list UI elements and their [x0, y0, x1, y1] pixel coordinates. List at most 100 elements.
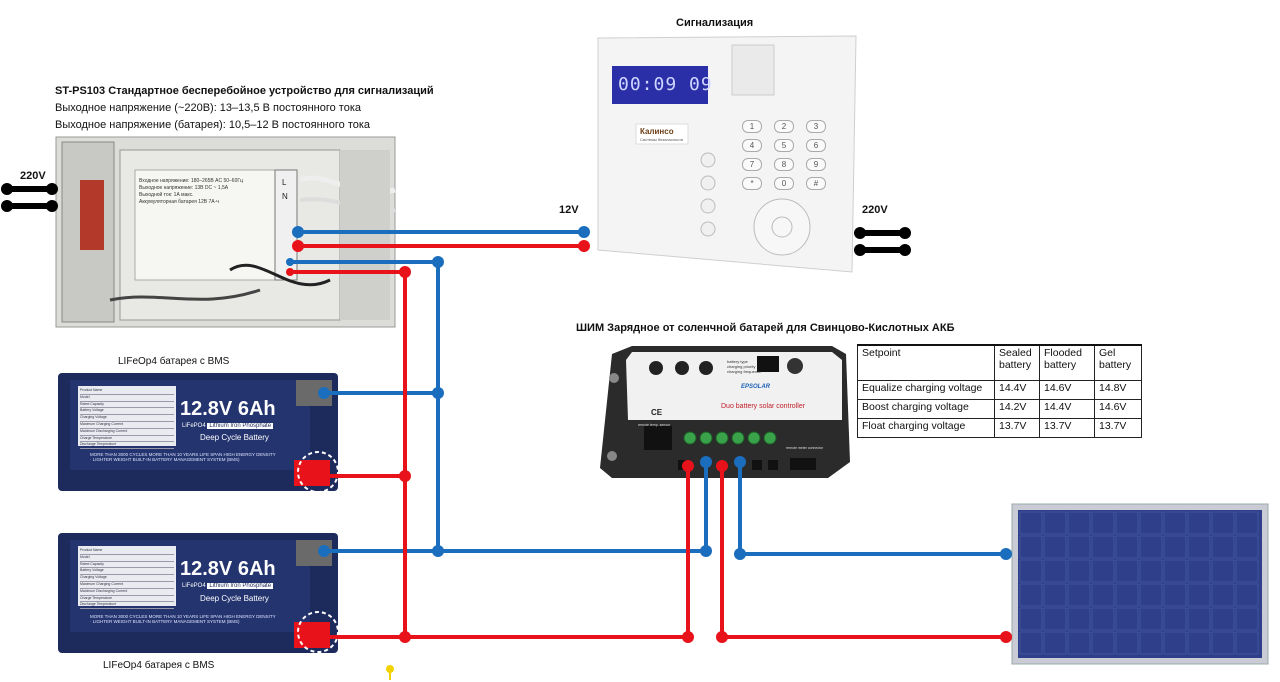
pwm-brand: EPSOLAR	[741, 384, 771, 390]
alarm-key: *	[742, 177, 762, 190]
solar-cell	[1115, 559, 1139, 583]
battery-bottom	[58, 533, 339, 653]
battery-bottom-capacity: 6Ah	[237, 558, 276, 580]
battery-bottom-footer-1: MORE THAN 3000 CYCLES MORE THAN 10 YEARS…	[90, 614, 276, 619]
battery-bottom-type: Deep Cycle Battery	[200, 594, 269, 603]
solar-cell	[1043, 583, 1067, 607]
battery-bottom-label: LIFeOp4 батарея с BMS	[103, 660, 215, 671]
battery-spec-row: Maximum Discharging Current	[80, 429, 174, 436]
alarm-ac-voltage-label: 220V	[862, 204, 888, 216]
battery-spec-row: Maximum Discharging Current	[80, 589, 174, 596]
solar-cell	[1163, 535, 1187, 559]
ups-ac-plug	[1, 183, 58, 212]
battery-spec-row: Product Name	[80, 388, 174, 395]
battery-spec-row: Model	[80, 395, 174, 402]
alarm-key: 2	[774, 120, 794, 133]
solar-cell	[1067, 607, 1091, 631]
alarm-key: 5	[774, 139, 794, 152]
solar-cell	[1019, 631, 1043, 655]
battery-bottom-chemistry: LiFePO4	[182, 583, 206, 589]
solar-cell	[1043, 559, 1067, 583]
solar-cell	[1019, 559, 1043, 583]
alarm-key: 1	[742, 120, 762, 133]
battery-spec-row: Rated Capacity	[80, 562, 174, 569]
solar-cell	[1163, 511, 1187, 535]
ups-fuse-board	[80, 180, 104, 250]
solar-cell	[1139, 631, 1163, 655]
solar-cell	[1067, 631, 1091, 655]
solar-cell	[1187, 559, 1211, 583]
battery-top-capacity: 6Ah	[237, 398, 276, 420]
solar-cell	[1235, 607, 1259, 631]
solar-cell	[1211, 535, 1235, 559]
alarm-key: 7	[742, 158, 762, 171]
table-header-cell: Flooded battery	[1039, 344, 1095, 381]
table-cell: 14.8V	[1094, 380, 1142, 400]
solar-cell	[1139, 535, 1163, 559]
solar-cell	[1115, 511, 1139, 535]
alarm-key: 9	[806, 158, 826, 171]
battery-spec-row: Product Name	[80, 548, 174, 555]
solar-cell	[1211, 583, 1235, 607]
solar-cell	[1235, 535, 1259, 559]
battery-top-chemistry-name: Lithium Iron Phosphate	[207, 423, 274, 429]
solar-cell	[1139, 583, 1163, 607]
solar-cell	[1115, 631, 1139, 655]
solar-cell	[1163, 583, 1187, 607]
table-header-cell: Setpoint	[857, 344, 995, 381]
table-cell: 14.6V	[1039, 380, 1095, 400]
alarm-ac-plug	[854, 227, 911, 256]
table-cell: 14.6V	[1094, 399, 1142, 419]
solar-cell	[1163, 559, 1187, 583]
solar-cell	[1187, 511, 1211, 535]
battery-bottom-chemistry-name: Lithium Iron Phosphate	[207, 583, 274, 589]
table-cell: 13.7V	[994, 418, 1040, 438]
battery-spec-row: Maximum Charging Current	[80, 422, 174, 429]
cursor-marker-icon	[386, 665, 394, 680]
solar-cell	[1043, 535, 1067, 559]
solar-cell	[1235, 583, 1259, 607]
pwm-menu-battery-type: battery type	[727, 359, 748, 364]
battery-top-voltage: 12.8V	[180, 398, 233, 420]
table-cell: 13.7V	[1039, 418, 1095, 438]
pwm-remote-meter-label: remote meter connector	[786, 446, 824, 450]
battery-top-footer-2: · LIGHTER WEIGHT BUILT-IN BATTERY MANAGE…	[90, 457, 240, 462]
alarm-key: #	[806, 177, 826, 190]
battery-bottom-rating: 12.8V 6Ah	[180, 558, 276, 581]
alarm-brand: Калинсо	[640, 127, 674, 136]
pwm-model-name: Duo battery solar controller	[721, 403, 806, 410]
solar-cell	[1187, 631, 1211, 655]
table-cell: Equalize charging voltage	[857, 380, 995, 400]
wire-junctions	[286, 226, 1012, 643]
ups-sticker-line-3: Выходной ток: 1А макс.	[139, 192, 194, 198]
solar-cell	[1067, 583, 1091, 607]
alarm-display	[612, 66, 708, 104]
ups-sticker-line-1: Входное напряжение: 180–265В AC 50–60Гц	[139, 178, 243, 184]
alarm-key: 0	[774, 177, 794, 190]
solar-cell	[1019, 607, 1043, 631]
ups-sticker-line-4: Аккумуляторная батарея 12В 7А·ч	[139, 199, 219, 205]
alarm-key: 6	[806, 139, 826, 152]
table-header-row: Setpoint Sealed battery Flooded battery …	[857, 344, 1142, 381]
battery-spec-row: Rated Capacity	[80, 402, 174, 409]
battery-spec-row: Charging Voltage	[80, 575, 174, 582]
battery-top-footer-1: MORE THAN 3000 CYCLES MORE THAN 10 YEARS…	[90, 452, 276, 457]
solar-cell	[1235, 631, 1259, 655]
battery-spec-row: Battery Voltage	[80, 568, 174, 576]
battery-spec-row: Model	[80, 555, 174, 562]
solar-cell	[1019, 583, 1043, 607]
battery-top-rating: 12.8V 6Ah	[180, 398, 276, 421]
table-row: Boost charging voltage 14.2V 14.4V 14.6V	[857, 399, 1142, 419]
pwm-controller	[600, 346, 850, 478]
battery-bottom-footer-2: · LIGHTER WEIGHT BUILT-IN BATTERY MANAGE…	[90, 619, 240, 624]
battery-spec-row: Discharge Temperature	[80, 442, 174, 450]
ups-spec-line-1: Выходное напряжение (~220В): 13–13,5 В п…	[55, 102, 361, 114]
solar-cell	[1211, 511, 1235, 535]
solar-cell	[1043, 631, 1067, 655]
pwm-menu-charging-frequence: charging frequence	[727, 369, 762, 374]
solar-cell	[1235, 559, 1259, 583]
solar-cell	[1163, 607, 1187, 631]
pwm-ce-mark: CE	[651, 408, 663, 417]
